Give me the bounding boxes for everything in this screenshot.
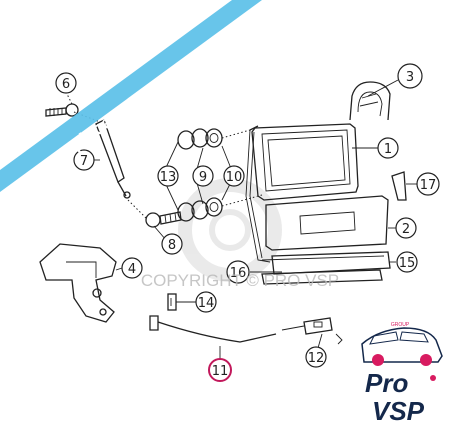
gas-strut (95, 119, 131, 199)
svg-text:VSP: VSP (372, 396, 425, 426)
bumper-strip (271, 251, 391, 275)
callout-15: 15 (396, 251, 418, 273)
bolt-part (45, 103, 79, 117)
svg-text:9: 9 (199, 170, 207, 185)
svg-text:16: 16 (230, 266, 247, 281)
svg-text:7: 7 (80, 154, 88, 169)
seal-profile (349, 81, 391, 121)
lower-bolt (145, 211, 182, 228)
callout-14: 14 (195, 291, 217, 313)
svg-text:4: 4 (128, 262, 136, 277)
callout-11: 11 (208, 358, 232, 382)
leader-lines (65, 79, 418, 360)
callout-12: 12 (305, 346, 327, 368)
svg-text:8: 8 (168, 238, 176, 253)
callout-10: 10 (223, 165, 245, 187)
lock-cylinder (281, 317, 343, 345)
callout-2: 2 (395, 217, 417, 239)
bushing-set-upper (177, 128, 223, 150)
callout-4: 4 (121, 257, 143, 279)
svg-text:GROUP: GROUP (391, 322, 410, 328)
svg-text:14: 14 (198, 296, 215, 311)
svg-text:11: 11 (212, 364, 229, 379)
callout-13: 13 (157, 165, 179, 187)
svg-text:17: 17 (420, 178, 437, 193)
bushing-set-lower (177, 197, 223, 222)
svg-text:2: 2 (402, 222, 410, 237)
svg-text:3: 3 (406, 70, 414, 85)
rear-window-frame (245, 123, 385, 263)
callout-16: 16 (226, 260, 250, 284)
callout-7: 7 (73, 149, 95, 171)
svg-text:12: 12 (308, 351, 325, 366)
hinge-bracket (39, 243, 117, 323)
svg-text:13: 13 (160, 170, 177, 185)
pro-vsp-logo: GROUP Pro VSP (361, 322, 443, 426)
bottom-seal (261, 269, 383, 285)
callout-3: 3 (397, 63, 423, 89)
callout-6: 6 (55, 72, 77, 94)
callout-1: 1 (377, 137, 399, 159)
svg-text:15: 15 (399, 256, 416, 271)
copyright-watermark: COPYRIGHT © PRO VSP (141, 271, 339, 290)
svg-text:10: 10 (226, 170, 243, 185)
release-cable (149, 315, 277, 343)
svg-text:Pro: Pro (365, 368, 408, 398)
svg-text:1: 1 (384, 142, 392, 157)
callout-8: 8 (161, 233, 183, 255)
watermark-banner: pro-piece-vsp.com (0, 0, 262, 192)
callout-9: 9 (192, 165, 214, 187)
latch-plate (167, 293, 177, 311)
callout-17: 17 (416, 172, 440, 196)
lower-door-panel (265, 195, 389, 251)
svg-text:6: 6 (62, 77, 70, 92)
clip-part (391, 171, 407, 201)
